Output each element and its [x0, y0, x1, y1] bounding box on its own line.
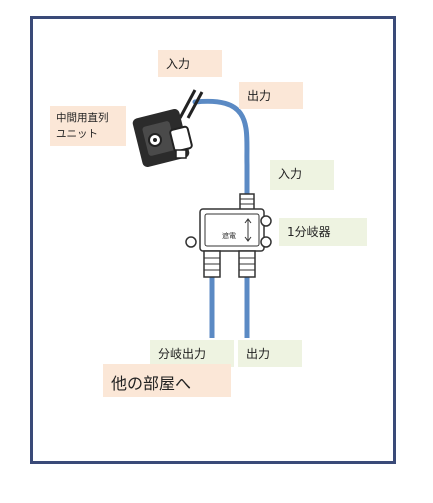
input-label-right: 入力 [270, 160, 334, 190]
splitter-icon: 遮電 [185, 208, 272, 252]
serial-unit-label: 中間用直列 ユニット [50, 106, 126, 146]
unit-input-cable-2 [186, 91, 204, 119]
splitter-input-connector [239, 193, 255, 211]
serial-unit-label-line1: 中間用直列 [56, 112, 109, 124]
output-label-top: 出力 [239, 82, 303, 109]
shield-text: 遮電 [222, 231, 236, 240]
branch-output-label: 分岐出力 [150, 340, 234, 367]
serial-unit-icon [132, 108, 193, 168]
unit-input-cable [178, 89, 197, 119]
cable-to-splitter [192, 98, 250, 199]
serial-unit-label-line2: ユニット [56, 128, 98, 140]
splitter-output-connector [238, 250, 256, 278]
input-label-top: 入力 [158, 50, 222, 77]
splitter-branch-output-connector [203, 250, 221, 278]
diagram-frame [30, 16, 396, 464]
other-rooms-label: 他の部屋へ [103, 364, 231, 397]
splitter-label: 1分岐器 [279, 218, 367, 246]
output-label-bottom: 出力 [238, 340, 302, 367]
